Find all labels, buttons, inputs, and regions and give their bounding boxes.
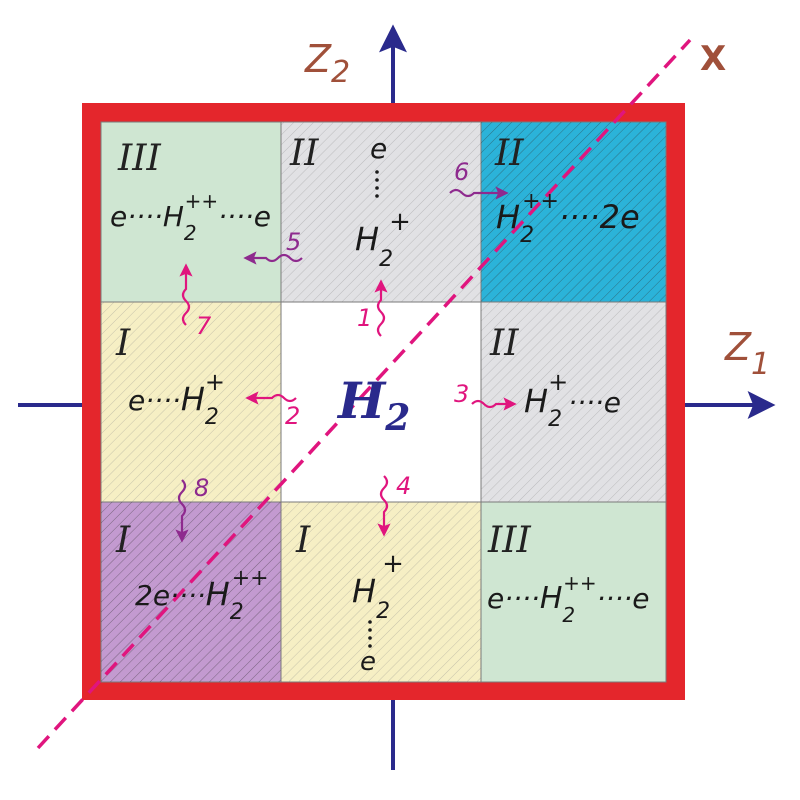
transition-label-2: 2 (285, 402, 300, 430)
electron-top-middle: e (370, 132, 387, 165)
transition-label-4: 4 (396, 472, 411, 500)
region-label-middle-right: II (489, 323, 519, 364)
transition-arrow-3 (471, 397, 517, 411)
x-axis-label: X (700, 39, 726, 79)
state-top-left: e····H2++····e (110, 189, 271, 245)
center-h2: H2 (336, 371, 410, 439)
x-diagonal-axis (36, 38, 692, 750)
vertical-dots-bottom-middle (368, 620, 372, 648)
transition-label-3: 3 (454, 380, 469, 408)
region-label-top-left: III (117, 138, 161, 179)
state-bottom-right: e····H2++····e (487, 571, 649, 627)
state-middle-left: e····H2+ (128, 368, 225, 430)
transition-arrow-8 (175, 479, 189, 543)
state-top-middle: H2+ (355, 207, 411, 272)
cell-bottom-right (480, 501, 667, 683)
transition-label-7: 7 (196, 312, 212, 340)
electron-bottom-middle: e (360, 647, 376, 677)
transition-arrow-4 (377, 475, 391, 537)
state-middle-right: H2+····e (524, 368, 621, 432)
state-bottom-middle: H2+ (352, 549, 404, 624)
cell-bottom-left (100, 501, 282, 683)
region-label-top-right: II (494, 133, 524, 174)
state-bottom-left: 2e····H2++ (135, 566, 269, 625)
transition-arrow-6 (449, 186, 509, 200)
transition-label-6: 6 (454, 158, 469, 186)
cell-top-right (480, 121, 667, 303)
transition-label-1: 1 (357, 304, 372, 332)
cell-bottom-middle (280, 501, 482, 683)
cell-top-middle (280, 121, 482, 303)
region-label-top-middle: II (289, 133, 319, 174)
state-top-right: H2++····2e (496, 189, 640, 248)
region-label-middle-left: I (115, 323, 131, 364)
region-label-bottom-middle: I (295, 520, 311, 561)
region-label-bottom-left: I (115, 520, 131, 561)
vertical-dots-top-middle (375, 170, 379, 198)
transition-arrow-7 (179, 263, 193, 326)
z1-axis-label: Z1 (724, 325, 770, 382)
transition-arrow-5 (243, 251, 303, 265)
transition-arrow-1 (374, 279, 388, 337)
z2-axis-label: Z2 (304, 37, 350, 90)
region-label-bottom-right: III (487, 520, 531, 561)
transition-label-5: 5 (286, 228, 301, 256)
transition-arrow-2 (245, 391, 297, 405)
transition-label-8: 8 (194, 474, 209, 502)
